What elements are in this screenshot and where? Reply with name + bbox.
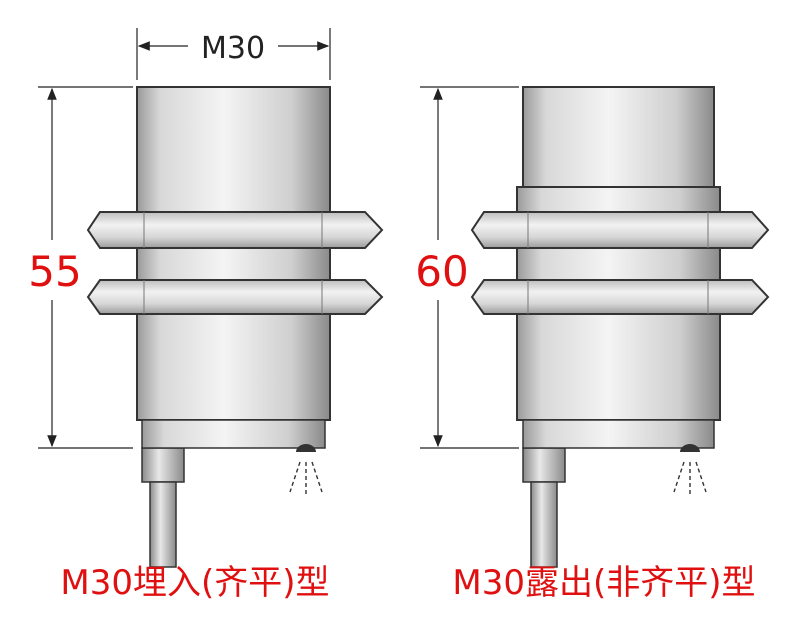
nonflush-upper-nut: [470, 211, 770, 249]
flush-lower-nut: [86, 279, 384, 315]
nonflush-length-label: 60: [415, 247, 468, 296]
nonflush-cable-gland: [522, 447, 566, 483]
flush-sensor: [86, 86, 384, 568]
nonflush-sensing-head: [522, 86, 715, 188]
nonflush-caption: M30露出(非齐平)型: [452, 563, 755, 603]
flush-sensor-end-cap: [141, 419, 326, 449]
flush-length-label: 55: [28, 247, 81, 296]
top-width-label: M30: [201, 31, 265, 66]
flush-indicator-led-icon: [289, 444, 323, 494]
nonflush-sensor: [470, 86, 770, 568]
nonflush-length-dimension: [420, 86, 519, 449]
nonflush-cable: [530, 481, 558, 568]
flush-caption: M30埋入(齐平)型: [60, 563, 329, 603]
nonflush-indicator-led-icon: [673, 444, 707, 494]
flush-upper-nut: [86, 211, 384, 249]
flush-sensor-body: [136, 86, 331, 421]
nonflush-lower-nut: [470, 279, 770, 315]
flush-length-dimension: [38, 86, 133, 449]
top-width-dimension: [136, 28, 331, 80]
nonflush-sensor-end-cap: [522, 419, 715, 449]
flush-cable: [149, 481, 177, 568]
flush-cable-gland: [141, 447, 185, 483]
